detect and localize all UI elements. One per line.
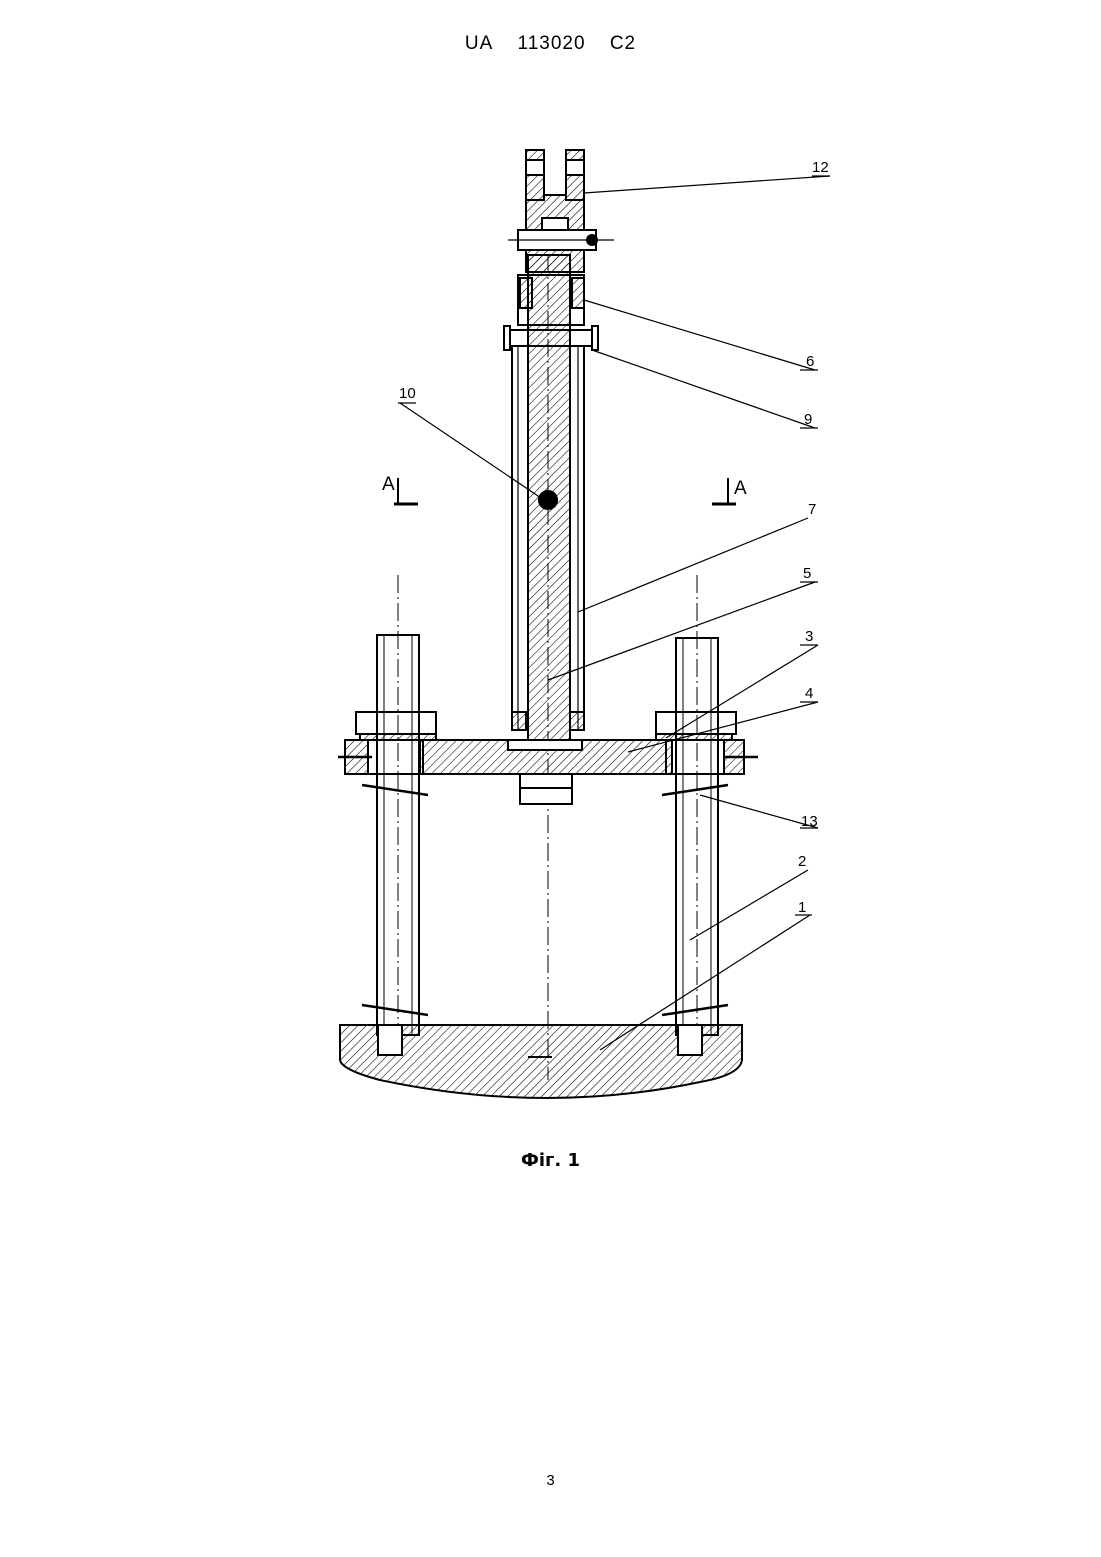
callout-3: 3 bbox=[805, 628, 813, 645]
callout-6: 6 bbox=[806, 353, 814, 370]
fork-head bbox=[526, 150, 584, 272]
callout-4: 4 bbox=[805, 685, 813, 702]
left-column bbox=[338, 575, 436, 1055]
plate-part-4 bbox=[423, 740, 666, 804]
fork-pin bbox=[508, 230, 614, 250]
callout-7: 7 bbox=[808, 501, 816, 518]
leader-lines bbox=[398, 176, 830, 1050]
base-part-1 bbox=[340, 1025, 742, 1098]
callout-1: 1 bbox=[798, 899, 806, 916]
callout-9: 9 bbox=[804, 411, 812, 428]
callout-10: 10 bbox=[399, 385, 416, 402]
callout-5: 5 bbox=[803, 565, 811, 582]
section-label-right: A bbox=[734, 478, 747, 499]
rod-part-5 bbox=[528, 255, 570, 1080]
right-column bbox=[656, 575, 758, 1055]
callout-13: 13 bbox=[801, 813, 818, 830]
callout-2: 2 bbox=[798, 853, 806, 870]
figure-caption: Фіг. 1 bbox=[0, 1150, 1101, 1171]
page-number: 3 bbox=[0, 1472, 1101, 1489]
callout-12: 12 bbox=[812, 159, 829, 176]
section-label-left: A bbox=[382, 474, 395, 495]
